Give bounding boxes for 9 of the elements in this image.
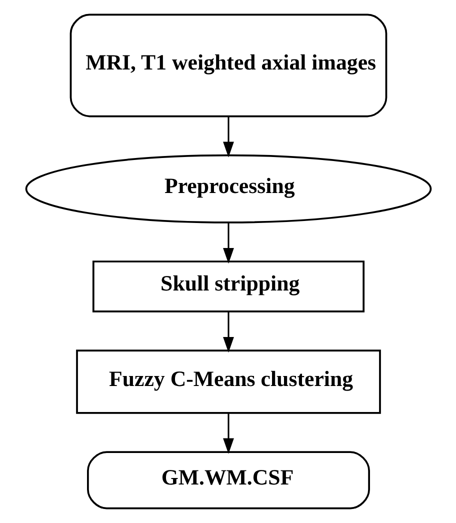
node-box: GM.WM.CSF xyxy=(86,451,370,510)
node-ellipse: Preprocessing xyxy=(24,154,432,224)
arrow xyxy=(222,222,234,264)
node-box: Fuzzy C-Means clustering xyxy=(76,350,380,414)
arrow xyxy=(222,312,234,353)
node-box: Skull stripping xyxy=(92,260,364,312)
arrow xyxy=(222,413,234,454)
arrow xyxy=(222,116,234,158)
node-box: MRI, T1 weighted axial images xyxy=(69,14,387,118)
